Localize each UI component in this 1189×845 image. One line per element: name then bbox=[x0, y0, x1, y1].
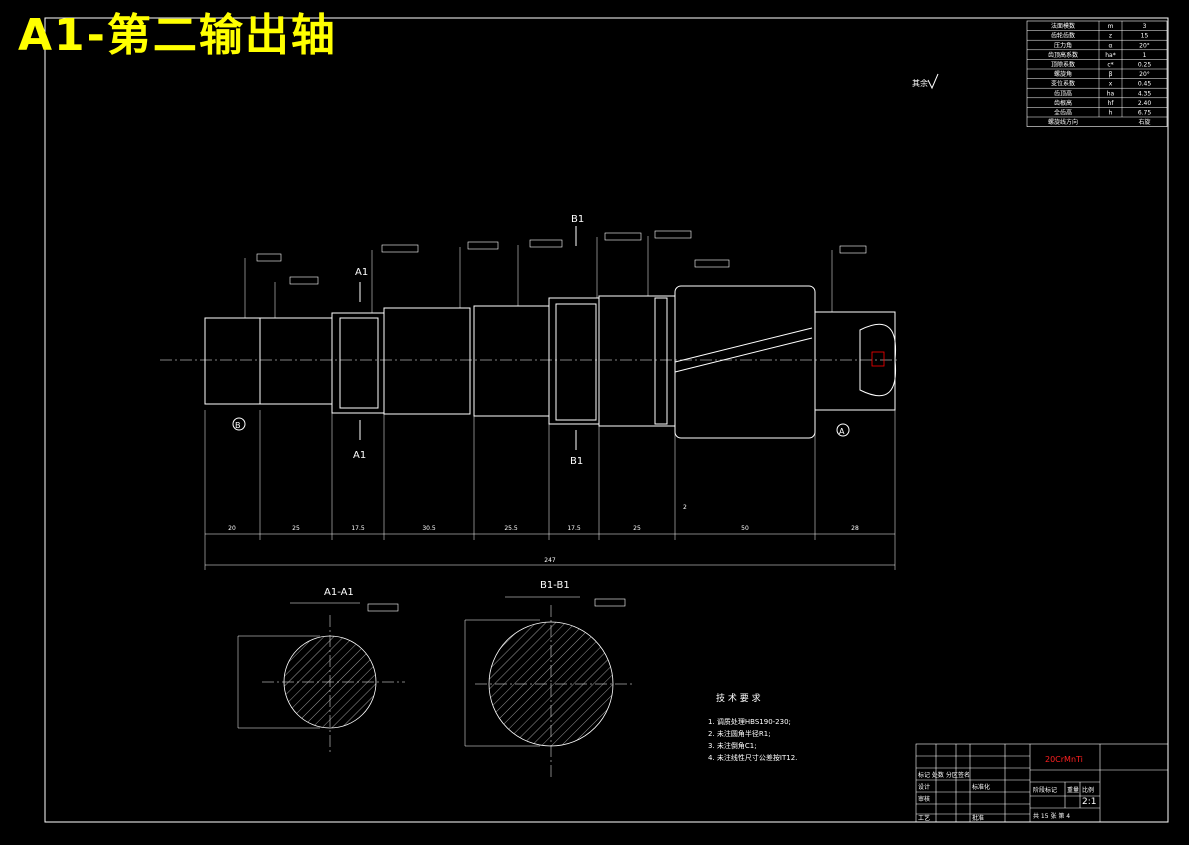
section-label-a1-top: A1 bbox=[355, 267, 368, 278]
designer-label: 设计 bbox=[918, 783, 930, 791]
shaft-segment-4 bbox=[383, 307, 471, 415]
weight-label: 重量 bbox=[1067, 786, 1079, 794]
section-label-b1-top: B1 bbox=[571, 214, 584, 225]
length-label: 25 bbox=[292, 525, 300, 532]
tech-req-item: 3. 未注倒角C1; bbox=[708, 741, 757, 750]
param-table-cell: 齿根高 bbox=[1054, 99, 1072, 107]
param-table-cell: hf bbox=[1108, 100, 1115, 107]
scale-label: 比例 bbox=[1082, 786, 1094, 794]
param-table-cell: 压力角 bbox=[1054, 41, 1072, 49]
roughness-note: 其余 bbox=[912, 78, 928, 88]
checker-label: 审核 bbox=[918, 795, 930, 803]
segment-lengths: 20 25 17.5 30.5 25.5 17.5 25 50 28 bbox=[228, 525, 859, 532]
shaft-segment-1 bbox=[204, 317, 261, 405]
param-table-cell: 6.75 bbox=[1138, 110, 1152, 117]
view-title-b1: B1-B1 bbox=[540, 580, 570, 591]
sheet-border bbox=[44, 17, 1169, 823]
tech-req-item: 2. 未注圆角半径R1; bbox=[708, 729, 771, 738]
param-table-cell: 右旋 bbox=[1138, 118, 1150, 126]
param-table-cell: 法面模数 bbox=[1051, 22, 1075, 30]
datum-b-label: B bbox=[235, 421, 241, 430]
process-label: 工艺 bbox=[918, 814, 930, 822]
param-table-cell: 20° bbox=[1139, 71, 1150, 78]
param-table-cell: 2.40 bbox=[1138, 100, 1152, 107]
datum-a-label: A bbox=[839, 427, 845, 436]
tech-req-item: 1. 调质处理HBS190-230; bbox=[708, 717, 791, 726]
section-label-b1-bottom: B1 bbox=[570, 456, 583, 467]
section-view-b1 bbox=[464, 596, 635, 780]
length-label: 28 bbox=[851, 525, 859, 532]
param-table-cell: 齿顶高 bbox=[1054, 89, 1072, 97]
gear-parameter-table: 法面模数 m 3 齿轮齿数 z 15 压力角 α 20° 齿顶高系数 ha* 1 顶隙系数 c* 0.25 螺… bbox=[1026, 20, 1168, 127]
param-table-cell: 螺旋线方向 bbox=[1048, 118, 1078, 126]
tech-req-list: 1. 调质处理HBS190-230; 2. 未注圆角半径R1; 3. 未注倒角C… bbox=[708, 717, 797, 762]
length-label: 17.5 bbox=[567, 525, 581, 532]
approve-label: 批准 bbox=[972, 814, 984, 822]
param-table-cell: x bbox=[1109, 81, 1113, 88]
length-label: 25.5 bbox=[504, 525, 518, 532]
tech-req-item: 4. 未注线性尺寸公差按IT12. bbox=[708, 753, 797, 762]
param-table-cell: 4.35 bbox=[1138, 90, 1152, 97]
length-label: 50 bbox=[741, 525, 749, 532]
param-table-cell: 0.25 bbox=[1138, 62, 1152, 69]
tech-req-heading: 技 术 要 求 bbox=[716, 692, 761, 704]
length-label: 17.5 bbox=[351, 525, 365, 532]
shaft-segment-6 bbox=[598, 295, 676, 427]
param-table-cell: ha* bbox=[1105, 52, 1115, 59]
param-table-cell: 顶隙系数 bbox=[1051, 61, 1075, 69]
length-label: 25 bbox=[633, 525, 641, 532]
param-table-cell: 1 bbox=[1143, 52, 1147, 59]
sheet-count: 共 15 张 第 4 bbox=[1033, 812, 1070, 820]
title-block-material: 20CrMnTi bbox=[1045, 755, 1083, 764]
section-view-a1 bbox=[237, 602, 405, 755]
shaft-segment-2 bbox=[259, 317, 333, 405]
total-length: 247 bbox=[544, 557, 556, 564]
param-table-cell: h bbox=[1109, 110, 1113, 117]
drawing-scale: 2:1 bbox=[1082, 797, 1096, 807]
param-table-cell: 齿轮齿数 bbox=[1051, 32, 1075, 40]
param-table-cell: 0.45 bbox=[1138, 81, 1152, 88]
roughness-symbol-icon bbox=[927, 73, 939, 90]
param-table-cell: 20° bbox=[1139, 42, 1150, 49]
param-table-cell: 全齿高 bbox=[1054, 109, 1072, 117]
param-table-cell: 变位系数 bbox=[1051, 80, 1075, 88]
shaft-segment-5 bbox=[473, 305, 550, 417]
shaft-main-view bbox=[160, 226, 900, 570]
revise-label: 标记 处数 分区 bbox=[918, 771, 958, 779]
param-table-cell: 齿顶高系数 bbox=[1048, 51, 1078, 59]
param-table-cell: ha bbox=[1107, 90, 1115, 97]
param-table-cell: α bbox=[1109, 42, 1113, 49]
param-table-cell: z bbox=[1109, 33, 1112, 40]
drawing-title: A1-第二输出轴 bbox=[18, 10, 337, 61]
shaft-spline-segment bbox=[674, 285, 816, 439]
param-table-cell: 螺旋角 bbox=[1054, 70, 1072, 78]
stage-mark-label: 阶段标记 bbox=[1033, 786, 1057, 794]
sign-label: 签名 bbox=[958, 771, 970, 779]
length-label: 30.5 bbox=[422, 525, 436, 532]
param-table-cell: β bbox=[1109, 71, 1113, 78]
standardize-label: 标准化 bbox=[972, 783, 990, 791]
title-block bbox=[915, 743, 1169, 823]
view-title-a1: A1-A1 bbox=[324, 587, 354, 598]
param-table-cell: 15 bbox=[1141, 33, 1149, 40]
param-table-cell: m bbox=[1108, 23, 1114, 30]
section-label-a1-bottom: A1 bbox=[353, 450, 366, 461]
param-table-cell: c* bbox=[1107, 62, 1113, 69]
length-label: 20 bbox=[228, 525, 236, 532]
title-block-fields: 标记 处数 分区 设计 标准化 审核 工艺 批准 签名 阶段标记 重量 比例 共… bbox=[918, 771, 1094, 822]
param-table-cell: 3 bbox=[1143, 23, 1147, 30]
gap-dimension: 2 bbox=[683, 504, 687, 511]
